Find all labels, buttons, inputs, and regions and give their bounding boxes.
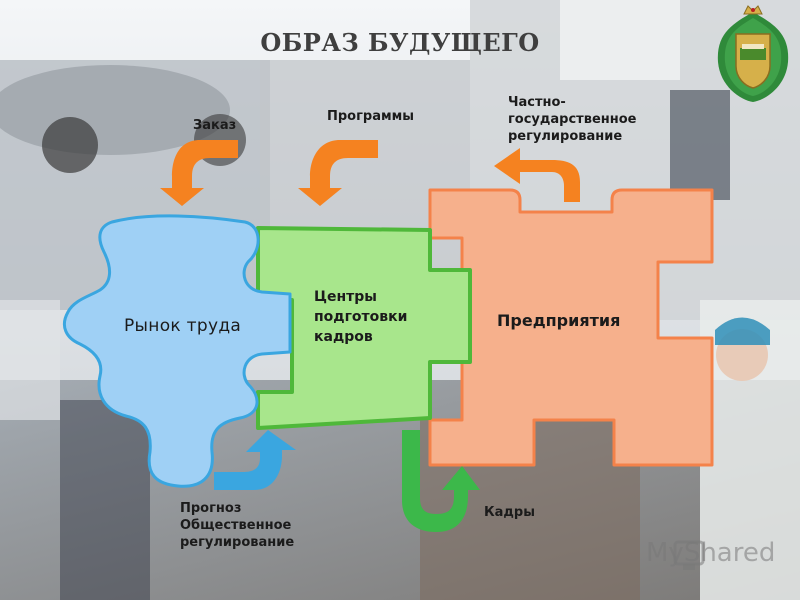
label-staff: Кадры <box>484 505 535 520</box>
label-order: Заказ <box>193 118 237 133</box>
label-labor-market: Рынок труда <box>124 316 242 336</box>
puzzle-piece-centers <box>256 226 472 430</box>
coat-of-arms-emblem <box>717 5 789 102</box>
label-programs: Программы <box>327 109 414 124</box>
label-public-private: Частно- государственное регулирование <box>508 95 637 144</box>
page-title: ОБРАЗ БУДУЩЕГО <box>260 28 540 57</box>
label-forecast: Прогноз Общественное регулирование <box>180 501 295 550</box>
blue-arrow-forecast <box>214 430 296 490</box>
puzzle-piece-market <box>63 214 292 488</box>
orange-arrow-order <box>160 140 238 206</box>
watermark-text: MyShared <box>646 538 776 568</box>
orange-arrow-ppp <box>494 148 580 202</box>
label-enterprises: Предприятия <box>497 311 621 330</box>
orange-arrow-programs <box>298 140 378 206</box>
green-arrow-staff <box>402 430 480 532</box>
watermark-logo-icon <box>673 540 705 570</box>
puzzle-piece-enterprises <box>428 188 714 467</box>
label-training-centers: Центры подготовки кадров <box>314 289 408 345</box>
